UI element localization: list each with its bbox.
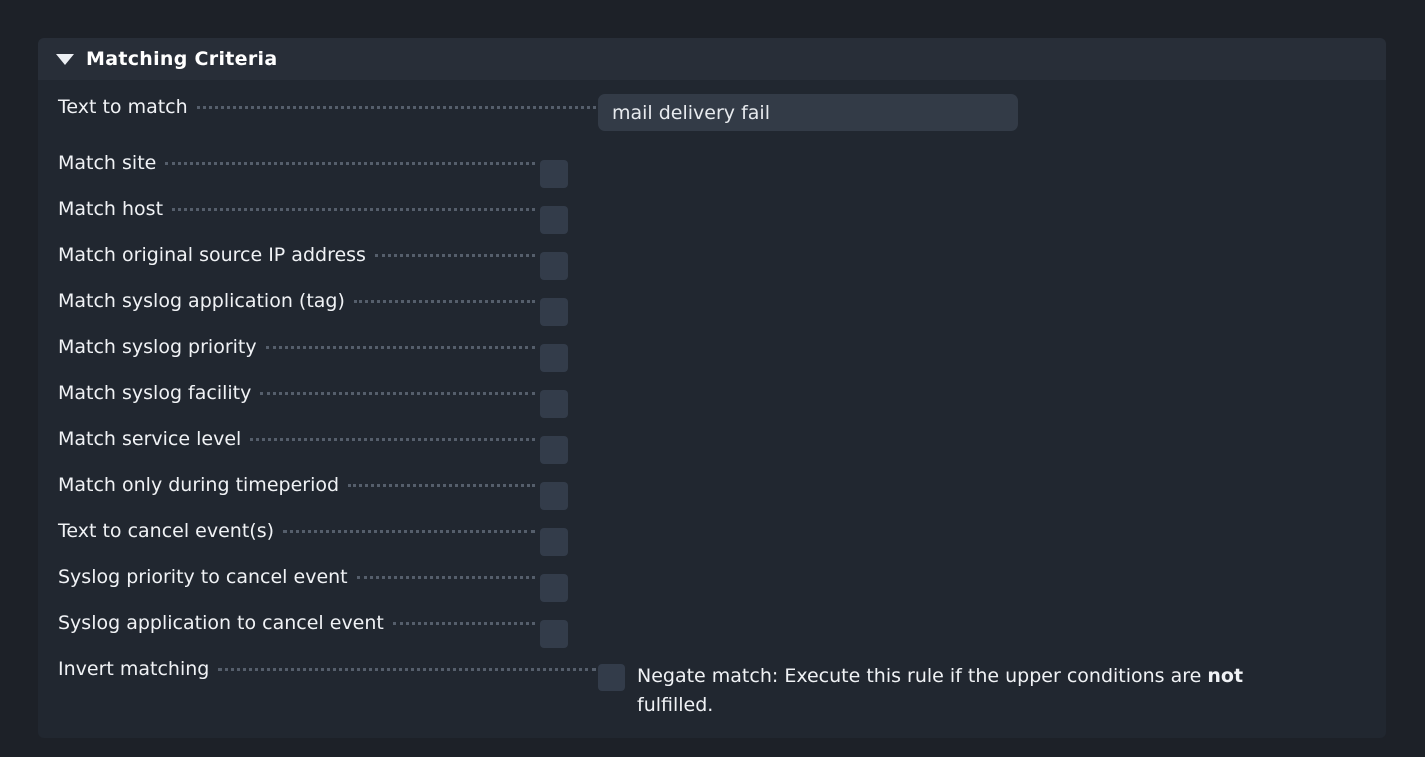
dotted-leader	[165, 162, 535, 165]
control-cell	[535, 382, 1386, 418]
row-match-host: Match host	[38, 198, 1386, 244]
row-label: Match host	[58, 198, 164, 220]
label-cell: Invert matching	[38, 658, 596, 680]
control-cell	[535, 198, 1386, 234]
control-cell	[535, 474, 1386, 510]
negate-text-part2: fulfilled.	[637, 694, 714, 716]
label-cell: Match site	[38, 152, 535, 174]
control-cell	[535, 566, 1386, 602]
row-label: Match syslog application (tag)	[58, 290, 345, 312]
text-to-cancel-events-checkbox[interactable]	[540, 528, 568, 556]
row-label: Match only during timeperiod	[58, 474, 340, 496]
match-only-during-timeperiod-checkbox[interactable]	[540, 482, 568, 510]
match-syslog-priority-checkbox[interactable]	[540, 344, 568, 372]
label-cell: Match original source IP address	[38, 244, 535, 266]
label-cell: Match syslog priority	[38, 336, 535, 358]
row-label: Text to match	[58, 96, 188, 118]
dotted-leader	[392, 622, 535, 625]
text-to-match-input[interactable]	[598, 94, 1018, 131]
row-match-syslog-facility: Match syslog facility	[38, 382, 1386, 428]
row-match-syslog-application-tag: Match syslog application (tag)	[38, 290, 1386, 336]
match-syslog-application-tag-checkbox[interactable]	[540, 298, 568, 326]
control-cell	[535, 336, 1386, 372]
control-cell	[535, 612, 1386, 648]
row-label: Match original source IP address	[58, 244, 366, 266]
panel-body: Text to match Match site Match host	[38, 80, 1386, 738]
label-cell: Syslog application to cancel event	[38, 612, 535, 634]
label-cell: Match service level	[38, 428, 535, 450]
dotted-leader	[172, 208, 535, 211]
dotted-leader	[374, 254, 535, 257]
page-title: Matching Criteria	[86, 48, 278, 70]
control-cell	[535, 428, 1386, 464]
row-label: Match site	[58, 152, 157, 174]
triangle-down-icon[interactable]	[56, 53, 74, 65]
dotted-leader	[260, 392, 535, 395]
label-cell: Syslog priority to cancel event	[38, 566, 535, 588]
row-label: Match service level	[58, 428, 242, 450]
row-label: Syslog application to cancel event	[58, 612, 384, 634]
dotted-leader	[353, 300, 535, 303]
match-original-source-ip-address-checkbox[interactable]	[540, 252, 568, 280]
control-cell	[535, 244, 1386, 280]
panel-header[interactable]: Matching Criteria	[38, 38, 1386, 80]
match-service-level-checkbox[interactable]	[540, 436, 568, 464]
row-syslog-priority-to-cancel-event: Syslog priority to cancel event	[38, 566, 1386, 612]
row-match-service-level: Match service level	[38, 428, 1386, 474]
syslog-application-to-cancel-event-checkbox[interactable]	[540, 620, 568, 648]
row-invert-matching: Invert matching Negate match: Execute th…	[38, 658, 1386, 720]
syslog-priority-to-cancel-event-checkbox[interactable]	[540, 574, 568, 602]
label-cell: Match only during timeperiod	[38, 474, 535, 496]
label-cell: Match syslog facility	[38, 382, 535, 404]
row-match-syslog-priority: Match syslog priority	[38, 336, 1386, 382]
match-site-checkbox[interactable]	[540, 160, 568, 188]
dotted-leader	[356, 576, 535, 579]
label-cell: Text to match	[38, 96, 596, 118]
label-cell: Match host	[38, 198, 535, 220]
dotted-leader	[218, 668, 596, 671]
label-cell: Match syslog application (tag)	[38, 290, 535, 312]
row-text-to-match: Text to match	[38, 94, 1386, 152]
row-match-only-during-timeperiod: Match only during timeperiod	[38, 474, 1386, 520]
control-cell	[535, 152, 1386, 188]
dotted-leader	[265, 346, 535, 349]
match-host-checkbox[interactable]	[540, 206, 568, 234]
row-match-site: Match site	[38, 152, 1386, 198]
row-label: Invert matching	[58, 658, 210, 680]
dotted-leader	[283, 530, 535, 533]
row-label: Match syslog facility	[58, 382, 252, 404]
dotted-leader	[348, 484, 535, 487]
matching-criteria-panel: Matching Criteria Text to match Match si…	[38, 38, 1386, 738]
row-label: Text to cancel event(s)	[58, 520, 275, 542]
match-syslog-facility-checkbox[interactable]	[540, 390, 568, 418]
control-cell: Negate match: Execute this rule if the u…	[598, 658, 1386, 720]
row-syslog-application-to-cancel-event: Syslog application to cancel event	[38, 612, 1386, 658]
row-text-to-cancel-events: Text to cancel event(s)	[38, 520, 1386, 566]
label-cell: Text to cancel event(s)	[38, 520, 535, 542]
negate-match-checkbox[interactable]	[598, 664, 625, 691]
row-label: Match syslog priority	[58, 336, 257, 358]
row-match-original-source-ip-address: Match original source IP address	[38, 244, 1386, 290]
control-cell	[596, 94, 1386, 131]
negate-text-part1: Negate match: Execute this rule if the u…	[637, 665, 1208, 687]
negate-match-description: Negate match: Execute this rule if the u…	[637, 662, 1277, 720]
control-cell	[535, 520, 1386, 556]
negate-text-emphasis: not	[1207, 665, 1244, 687]
row-label: Syslog priority to cancel event	[58, 566, 348, 588]
control-cell	[535, 290, 1386, 326]
dotted-leader	[250, 438, 535, 441]
dotted-leader	[196, 106, 596, 109]
